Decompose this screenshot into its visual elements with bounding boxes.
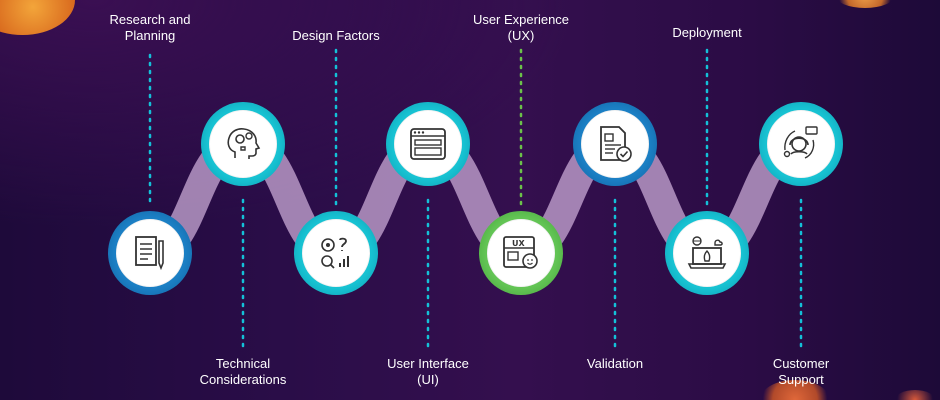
laptop-rocket-icon: [687, 236, 727, 269]
step-label-line: Design Factors: [292, 28, 380, 43]
step-label-line: Validation: [586, 356, 644, 371]
step-node-deployment: [665, 211, 749, 295]
head-gears-icon: [227, 128, 261, 159]
step-label-user-experience: User Experience (UX): [446, 12, 596, 44]
step-label-line: Customer: [772, 356, 830, 371]
svg-text:UX: UX: [512, 239, 525, 248]
step-label-line: (UX): [507, 28, 535, 43]
headset-support-icon: [783, 126, 818, 159]
step-node-validation: [573, 102, 657, 186]
step-node-design-factors: [294, 211, 378, 295]
step-node-research-planning: [108, 211, 192, 295]
step-label-line: Research and: [109, 12, 191, 27]
step-label-user-interface: User Interface (UI): [353, 356, 503, 388]
ux-screen-icon: UX: [503, 236, 538, 269]
step-label-technical-considerations: Technical Considerations: [168, 356, 318, 388]
step-label-line: Considerations: [199, 372, 287, 387]
browser-window-icon: [410, 128, 446, 160]
decor-orb: [760, 380, 830, 400]
step-label-line: Deployment: [672, 25, 742, 40]
step-node-technical-considerations: [201, 102, 285, 186]
step-node-user-interface: [386, 102, 470, 186]
decor-orb: [895, 390, 935, 400]
step-label-line: (UI): [417, 372, 439, 387]
step-label-design-factors: Design Factors: [261, 28, 411, 44]
step-label-line: Planning: [124, 28, 176, 43]
document-check-icon: [600, 126, 632, 162]
step-label-line: User Interface: [387, 356, 469, 371]
step-label-line: User Experience: [472, 12, 570, 27]
document-pen-icon: [135, 236, 164, 271]
step-label-validation: Validation: [540, 356, 690, 372]
step-node-customer-support: [759, 102, 843, 186]
step-label-customer-support: Customer Support: [726, 356, 876, 388]
decor-orb: [835, 0, 895, 8]
step-node-user-experience: UX: [479, 211, 563, 295]
step-label-line: Technical: [215, 356, 271, 371]
step-label-line: Support: [778, 372, 824, 387]
step-label-research-planning: Research and Planning: [75, 12, 225, 44]
step-label-deployment: Deployment: [632, 25, 782, 41]
design-tools-icon: [321, 237, 349, 269]
